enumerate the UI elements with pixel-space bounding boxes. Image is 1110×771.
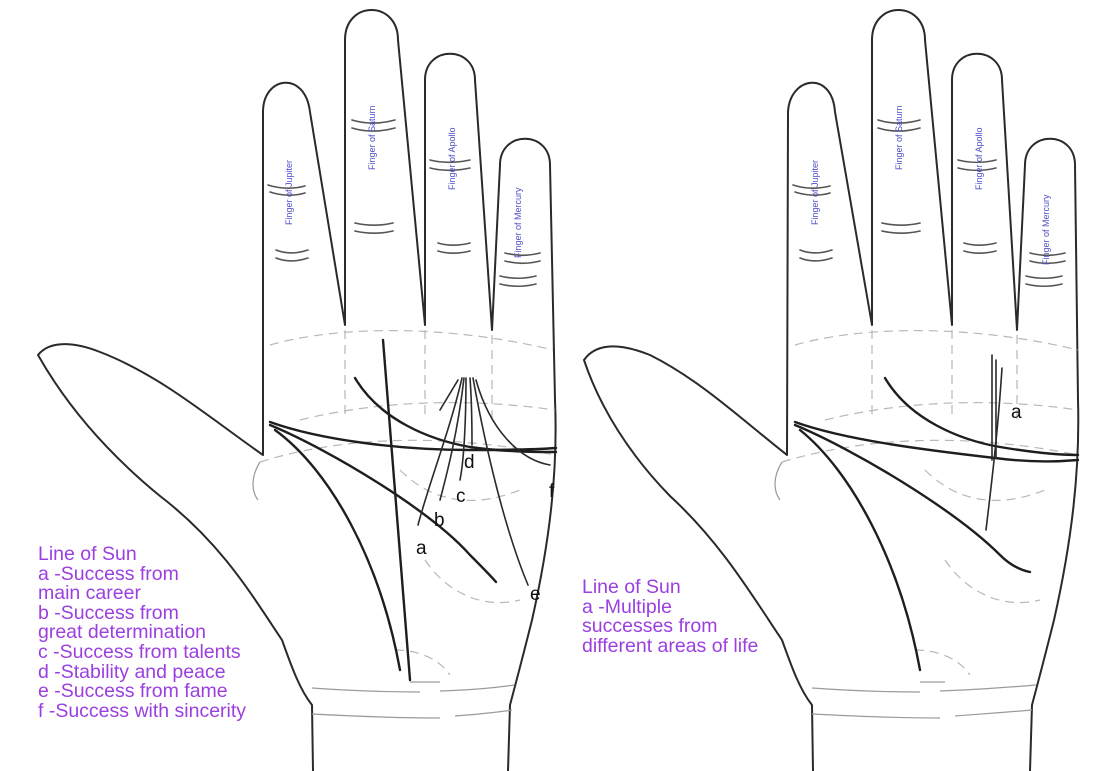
letter-c: c	[456, 486, 466, 507]
letter-e: e	[530, 584, 541, 605]
legend-line: f -Success with sincerity	[38, 702, 246, 722]
legend-line: c -Success from talents	[38, 643, 246, 663]
finger-label-mercury: Finger of Mercury	[513, 187, 523, 258]
finger-label-jupiter: Finger of Jupiter	[284, 160, 294, 225]
finger-label-apollo: Finger of Apollo	[447, 127, 457, 190]
legend-line: main career	[38, 584, 246, 604]
finger-label-jupiter: Finger of Jupiter	[810, 160, 820, 225]
right-legend: Line of Sun a -Multiple successes from d…	[582, 578, 758, 656]
finger-label-saturn: Finger of Saturn	[894, 105, 904, 170]
finger-label-saturn: Finger of Saturn	[367, 105, 377, 170]
hand-outline	[584, 10, 1078, 771]
legend-line: e -Success from fame	[38, 682, 246, 702]
letter-b: b	[434, 510, 445, 531]
left-palm-panel: Finger of Jupiter Finger of Saturn Finge…	[0, 0, 560, 771]
letter-a: a	[416, 538, 427, 559]
letter-d: d	[464, 452, 475, 473]
finger-label-apollo: Finger of Apollo	[974, 127, 984, 190]
letter-f: f	[549, 481, 555, 502]
letter-a: a	[1011, 402, 1022, 423]
left-legend: Line of Sun a -Success from main career …	[38, 545, 246, 721]
legend-title: Line of Sun	[38, 545, 246, 565]
right-palm-panel: Finger of Jupiter Finger of Saturn Finge…	[560, 0, 1110, 771]
legend-line: different areas of life	[582, 637, 758, 657]
finger-label-mercury: Finger of Mercury	[1041, 194, 1051, 265]
legend-line: successes from	[582, 617, 758, 637]
legend-title: Line of Sun	[582, 578, 758, 598]
